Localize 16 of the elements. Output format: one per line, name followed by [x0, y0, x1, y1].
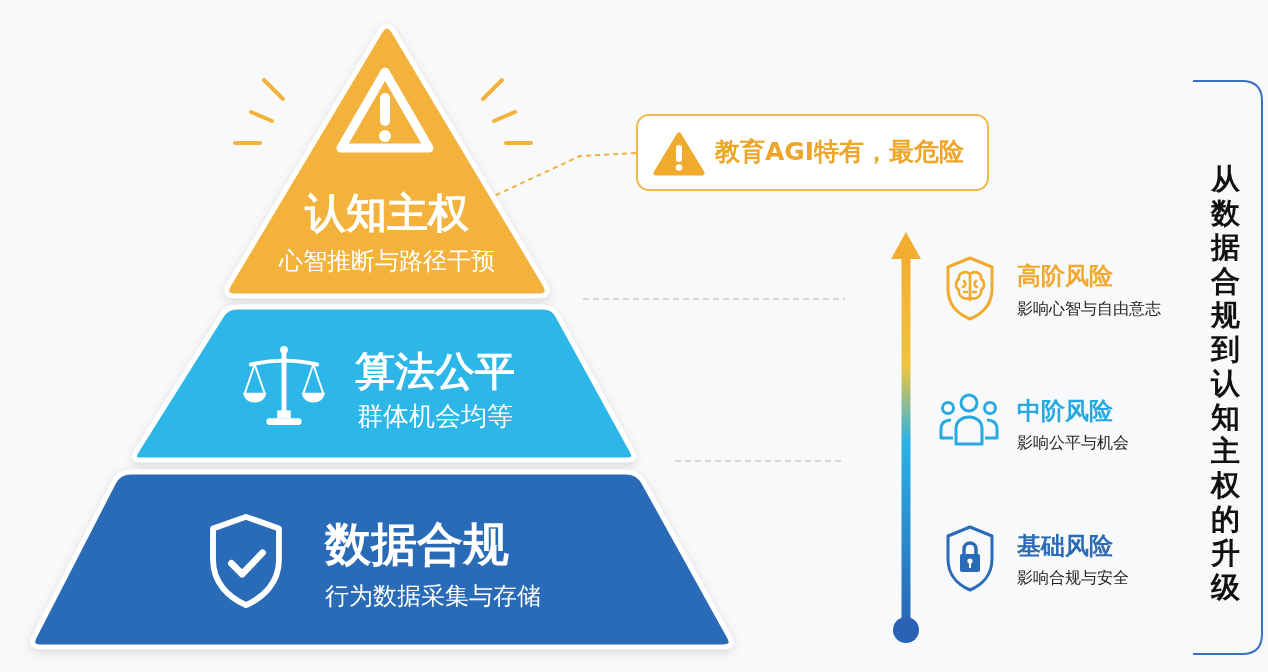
tier-title: 算法公平: [355, 348, 515, 394]
tier-subtitle: 行为数据采集与存储: [325, 583, 541, 611]
risk-level-title: 中阶风险: [1017, 398, 1113, 426]
tier-title: 数据合规: [325, 518, 509, 571]
side-heading: 从数据合规到认知主权的升级: [1210, 162, 1241, 604]
risk-level-title: 高阶风险: [1017, 263, 1113, 291]
leader-line: [493, 152, 637, 197]
callout-box: [636, 114, 989, 191]
tier-subtitle: 心智推断与路径干预: [279, 248, 495, 276]
tier-subtitle: 群体机会均等: [357, 402, 513, 432]
risk-description: 影响公平与机会: [1017, 434, 1129, 453]
risk-description: 影响心智与自由意志: [1017, 300, 1161, 319]
callout-text: 教育AGI特有，最危险: [715, 138, 965, 167]
risk-level-title: 基础风险: [1017, 533, 1113, 561]
tier-title: 认知主权: [305, 190, 469, 238]
risk-description: 影响合规与安全: [1017, 569, 1129, 588]
